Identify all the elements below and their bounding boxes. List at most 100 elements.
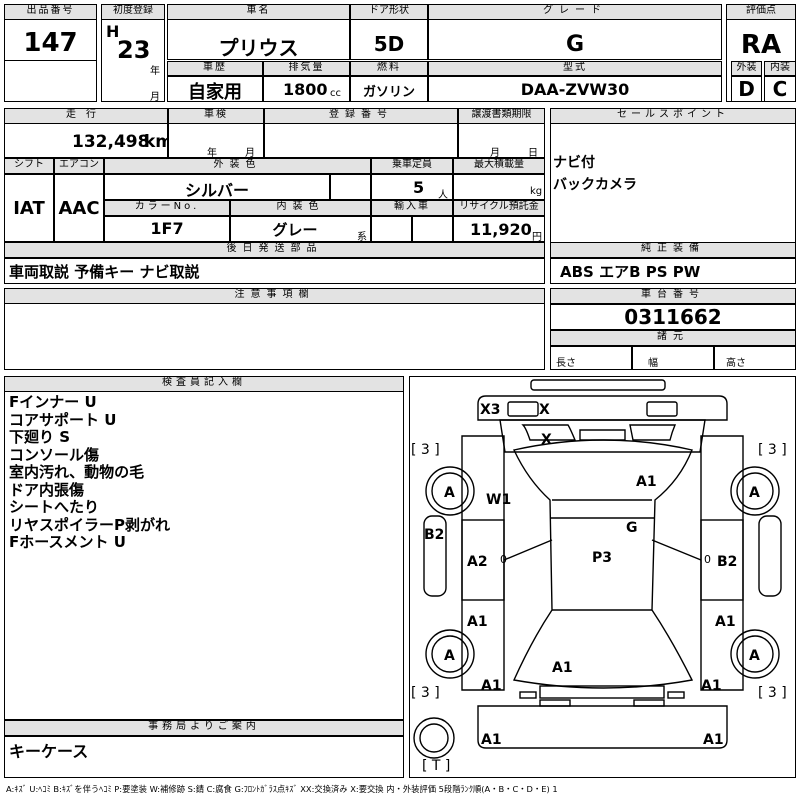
inspector-note: リヤスポイラーP剥がれ	[9, 515, 170, 534]
interior-color: グレー	[272, 221, 318, 239]
equipment: ABS エアB PS PW	[560, 263, 701, 281]
fuel-header: 燃料	[350, 61, 428, 76]
mark-wheel-fl: A	[444, 485, 455, 501]
transfer-deadline-header: 譲渡書類期限	[458, 108, 545, 124]
interior-grade: C	[772, 77, 788, 101]
inspection-month-unit: 月	[245, 148, 255, 159]
lot-number: 147	[23, 28, 78, 58]
car-diagram-frame	[409, 376, 796, 778]
recycle-fee: 11,920	[470, 220, 532, 239]
notes-header: 注意事項欄	[4, 288, 545, 304]
kg-unit: kg	[530, 186, 543, 197]
mark-bracket-br: [ 3 ]	[758, 685, 787, 701]
height-label: 高さ	[726, 358, 746, 369]
mark-a1-bumper-r: A1	[701, 678, 722, 694]
mark-a1-bumper-l: A1	[481, 678, 502, 694]
displacement: 1800	[283, 80, 328, 99]
history-cell	[167, 76, 263, 102]
chassis-header: 車台番号	[550, 288, 796, 304]
mark-a1-under-l: A1	[481, 732, 502, 748]
mark-a1-rear-right: A1	[715, 614, 736, 630]
registration-year: 23	[117, 36, 151, 64]
mileage: 132,498	[72, 132, 150, 152]
exterior-grade-cell	[731, 76, 762, 102]
history: 自家用	[188, 82, 242, 103]
interior-color-cell	[230, 216, 371, 242]
car-name: プリウス	[218, 36, 299, 60]
width-label: 幅	[648, 358, 658, 369]
inspector-note: コンソール傷	[9, 445, 100, 464]
mark-zero-right: 0	[704, 553, 711, 566]
mark-wheel-rr: A	[749, 648, 760, 664]
inspector-notes-header: 検査員記入欄	[4, 376, 404, 392]
person-unit: 人	[438, 190, 448, 201]
yen-unit: 円	[532, 232, 542, 243]
shift-cell	[4, 174, 54, 242]
history-header: 車歴	[167, 61, 263, 76]
mileage-header: 走行	[4, 108, 168, 124]
era-letter: H	[106, 22, 120, 41]
specs-length-cell	[550, 346, 632, 370]
mark-wheel-fr: A	[749, 485, 760, 501]
color-no: 1F7	[150, 219, 184, 238]
door-header: ドア形状	[350, 4, 428, 20]
exterior-color-cell	[104, 174, 330, 200]
mark-a1-under-r: A1	[703, 732, 724, 748]
model-code-cell	[428, 76, 722, 102]
length-label: 長さ	[556, 358, 576, 369]
displacement-cell	[263, 76, 350, 102]
mark-b2-left: B2	[424, 527, 444, 543]
model-code: DAA-ZVW30	[520, 80, 630, 99]
legend: A:ｷｽﾞ U:ﾍｺﾐ B:ｷｽﾞを伴うﾍｺﾐ P:要塗装 W:補修跡 S:錆 …	[6, 784, 558, 794]
model-code-header: 型式	[428, 61, 722, 76]
later-parts: 車両取説 予備キー ナビ取説	[9, 263, 200, 281]
specs-header: 諸元	[550, 330, 796, 346]
office-header: 事務局よりご案内	[4, 720, 404, 736]
grade-header: グレード	[428, 4, 722, 20]
fuel-cell	[350, 76, 428, 102]
lot-number-header: 出品番号	[4, 4, 97, 20]
inspector-note: ドア内張傷	[9, 480, 85, 499]
color-no-cell	[104, 216, 230, 242]
inspector-note: コアサポート U	[9, 410, 117, 429]
grade: G	[565, 32, 585, 57]
import-header: 輸入車	[371, 200, 453, 216]
score-header: 評価点	[726, 4, 796, 20]
mark-tire: [ T ]	[422, 758, 450, 774]
mark-a1-hood: A1	[636, 474, 657, 490]
interior-grade-header: 内装	[764, 61, 796, 76]
mark-zero-left: 0	[500, 553, 507, 566]
mark-wheel-rl: A	[444, 648, 455, 664]
mark-a1-trunk: A1	[552, 660, 573, 676]
specs-width-cell	[632, 346, 714, 370]
capacity: 5	[413, 178, 425, 197]
mark-bracket-tr: [ 3 ]	[758, 442, 787, 458]
sales-points-header: セールスポイント	[550, 108, 796, 124]
displacement-header: 排気量	[263, 61, 350, 76]
inspector-note: Fインナー U	[9, 393, 97, 411]
chassis-cell	[550, 304, 796, 330]
month-unit: 月	[150, 92, 160, 103]
mark-x-front: X	[539, 402, 550, 418]
office-cell	[4, 736, 404, 778]
first-registration-cell	[101, 4, 165, 102]
inspection-header: 車検	[168, 108, 264, 124]
mark-w1: W1	[486, 492, 511, 508]
shift-header: シフト	[4, 158, 54, 174]
import-cell-b	[412, 216, 453, 242]
inspector-note: シートへたり	[9, 498, 100, 516]
exterior-grade: D	[738, 77, 755, 101]
mark-bracket-tl: [ 3 ]	[411, 442, 440, 458]
inspector-note: 下廻り S	[9, 428, 71, 446]
exterior-grade-header: 外装	[731, 61, 762, 76]
exterior-color-header: 外装色	[104, 158, 371, 174]
aircon: AAC	[58, 198, 100, 219]
mark-x3: X3	[480, 402, 501, 418]
inspector-note: Fホースメント U	[9, 533, 126, 551]
import-cell-a	[371, 216, 412, 242]
shift: IAT	[13, 198, 45, 219]
aircon-cell	[54, 174, 104, 242]
exterior-color-sub	[330, 174, 371, 200]
inspector-note: 室内汚れ、動物の毛	[9, 463, 145, 481]
later-parts-header: 後日発送部品	[4, 242, 545, 258]
